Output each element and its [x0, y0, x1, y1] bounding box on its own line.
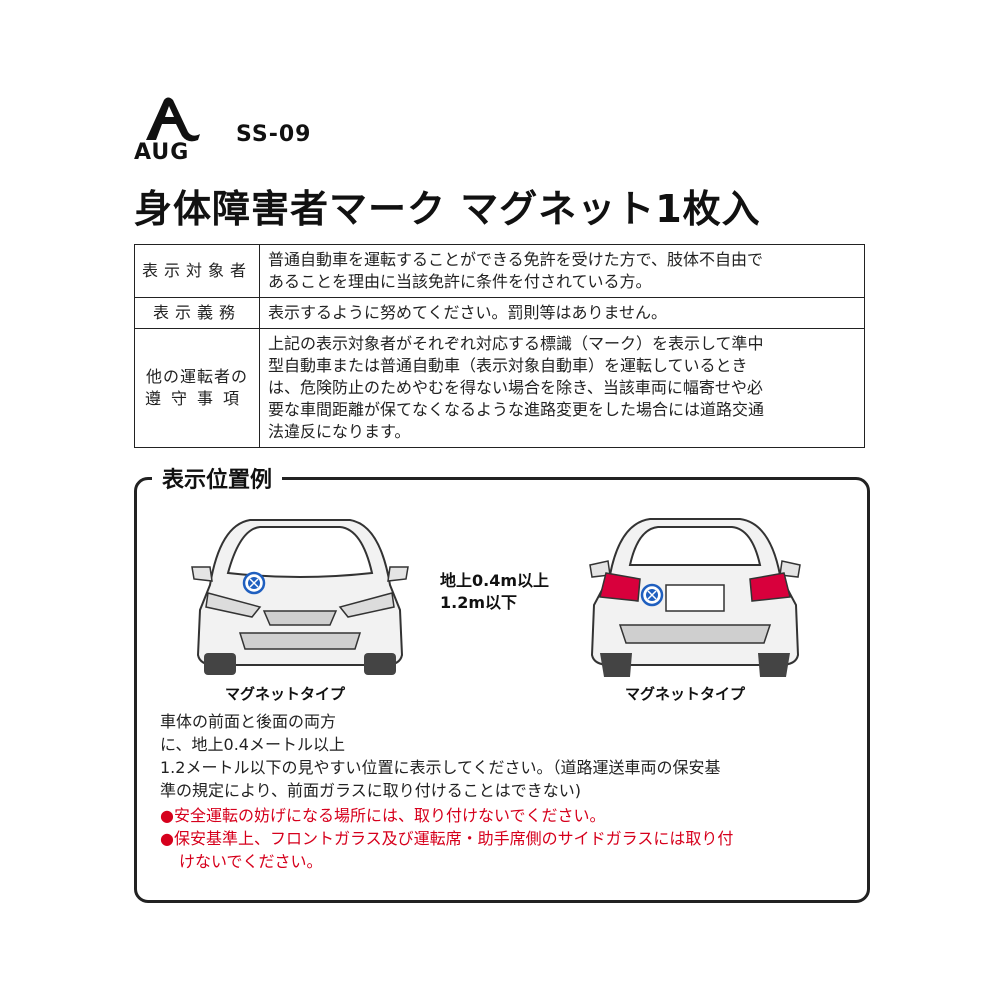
row-label: 表示対象者: [134, 244, 260, 298]
panel-title: 表示位置例: [152, 462, 283, 494]
content-line: は、危険防止のためやむを得ない場合を除き、当該車両に幅寄せや必: [268, 378, 763, 397]
instruction-line: 車体の前面と後面の両方: [160, 712, 337, 731]
content-line: 表示するように努めてください。罰則等はありません。: [268, 303, 668, 322]
row-content: 表示するように努めてください。罰則等はありません。: [259, 297, 865, 329]
product-title: 身体障害者マーク マグネット1枚入: [134, 187, 761, 231]
table-row: 表示義務 表示するように努めてください。罰則等はありません。: [134, 297, 865, 329]
warning-1: ●安全運転の妨げになる場所には、取り付けないでください。: [160, 804, 606, 827]
row-content: 上記の表示対象者がそれぞれ対応する標識（マーク）を表示して準中 型自動車または普…: [259, 328, 865, 448]
warning-text: 保安基準上、フロントガラス及び運転席・助手席側のサイドガラスには取り付: [173, 829, 734, 848]
row-label: 他の運転者の 遵守事項: [134, 328, 260, 448]
placement-instructions: 車体の前面と後面の両方 に、地上0.4メートル以上 1.2メートル以下の見やすい…: [160, 710, 721, 802]
content-line: 要な車間距離が保てなくなるような進路変更をした場合には道路交通: [268, 400, 765, 419]
bullet-icon: ●: [160, 829, 174, 848]
content-line: あることを理由に当該免許に条件を付されている方。: [268, 272, 652, 291]
aug-logo-icon: [146, 97, 200, 142]
warning-2: ●保安基準上、フロントガラス及び運転席・助手席側のサイドガラスには取り付 けない…: [160, 827, 850, 873]
magnet-mark-icon: [242, 571, 266, 595]
rear-caption: マグネットタイプ: [625, 685, 746, 703]
front-car-illustration: [191, 519, 409, 675]
bullet-icon: ●: [160, 806, 174, 825]
instruction-line: に、地上0.4メートル以上: [160, 735, 345, 754]
front-caption: マグネットタイプ: [225, 685, 346, 703]
product-code: SS-09: [236, 122, 312, 147]
table-row: 他の運転者の 遵守事項 上記の表示対象者がそれぞれ対応する標識（マーク）を表示し…: [134, 328, 865, 448]
label-line: 遵守事項: [144, 389, 249, 408]
label-line: 他の運転者の: [145, 367, 248, 386]
height-range-label: 地上0.4m以上 1.2m以下: [440, 570, 549, 614]
content-line: 型自動車または普通自動車（表示対象自動車）を運転しているとき: [268, 356, 748, 375]
content-line: 上記の表示対象者がそれぞれ対応する標識（マーク）を表示して準中: [268, 334, 764, 353]
height-line: 地上0.4m以上: [440, 571, 550, 590]
instruction-line: 準の規定により、前面ガラスに取り付けることはできない): [160, 781, 581, 800]
info-table: 表示対象者 普通自動車を運転することができる免許を受けた方で、肢体不自由で ある…: [134, 244, 865, 448]
instruction-line: 1.2メートル以下の見やすい位置に表示してください。（道路運送車両の保安基: [160, 758, 721, 777]
display-position-panel: [134, 477, 870, 903]
brand-logo: AUG: [130, 96, 220, 170]
content-line: 法違反になります。: [268, 422, 411, 441]
logo-text: AUG: [134, 140, 190, 165]
rear-car-illustration: [589, 518, 801, 677]
row-label: 表示義務: [134, 297, 260, 329]
row-content: 普通自動車を運転することができる免許を受けた方で、肢体不自由で あることを理由に…: [259, 244, 865, 298]
content-line: 普通自動車を運転することができる免許を受けた方で、肢体不自由で: [268, 250, 764, 269]
warning-text: けないでください。: [179, 852, 323, 871]
warning-text: 安全運転の妨げになる場所には、取り付けないでください。: [173, 806, 606, 825]
table-row: 表示対象者 普通自動車を運転することができる免許を受けた方で、肢体不自由で ある…: [134, 244, 865, 298]
height-line: 1.2m以下: [440, 593, 518, 612]
magnet-mark-icon: [640, 583, 664, 607]
